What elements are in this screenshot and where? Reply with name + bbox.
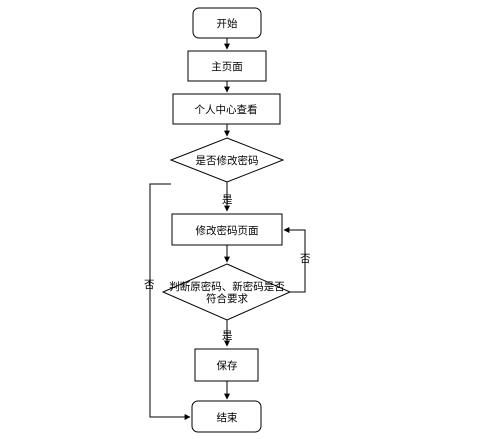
edge-label-yes-1: 是 xyxy=(222,194,233,206)
start-node-label: 开始 xyxy=(217,17,238,30)
end-label: 结束 xyxy=(217,411,238,424)
edge-label-yes-2: 是 xyxy=(222,330,233,342)
end-node xyxy=(191,400,262,433)
edge-label-no-1: 否 xyxy=(144,279,155,291)
edge-decision1-no xyxy=(149,183,191,420)
save-node xyxy=(194,348,259,382)
change-password-page-node xyxy=(171,213,283,246)
decision-check-label-line1: 判断原密码、新密码是否 xyxy=(169,280,285,293)
decision-check-label-line2: 符合要求 xyxy=(206,292,248,305)
edge-label-no-2: 否 xyxy=(300,253,311,265)
decision-change-password-label: 是否修改密码 xyxy=(196,154,259,167)
edge-decision2-no xyxy=(283,227,306,293)
save-label: 保存 xyxy=(217,359,238,372)
main-page-label: 主页面 xyxy=(211,61,243,73)
change-password-page-label: 修改密码页面 xyxy=(196,224,259,237)
main-page-node xyxy=(187,50,267,82)
personal-center-label: 个人中心查看 xyxy=(195,103,258,116)
